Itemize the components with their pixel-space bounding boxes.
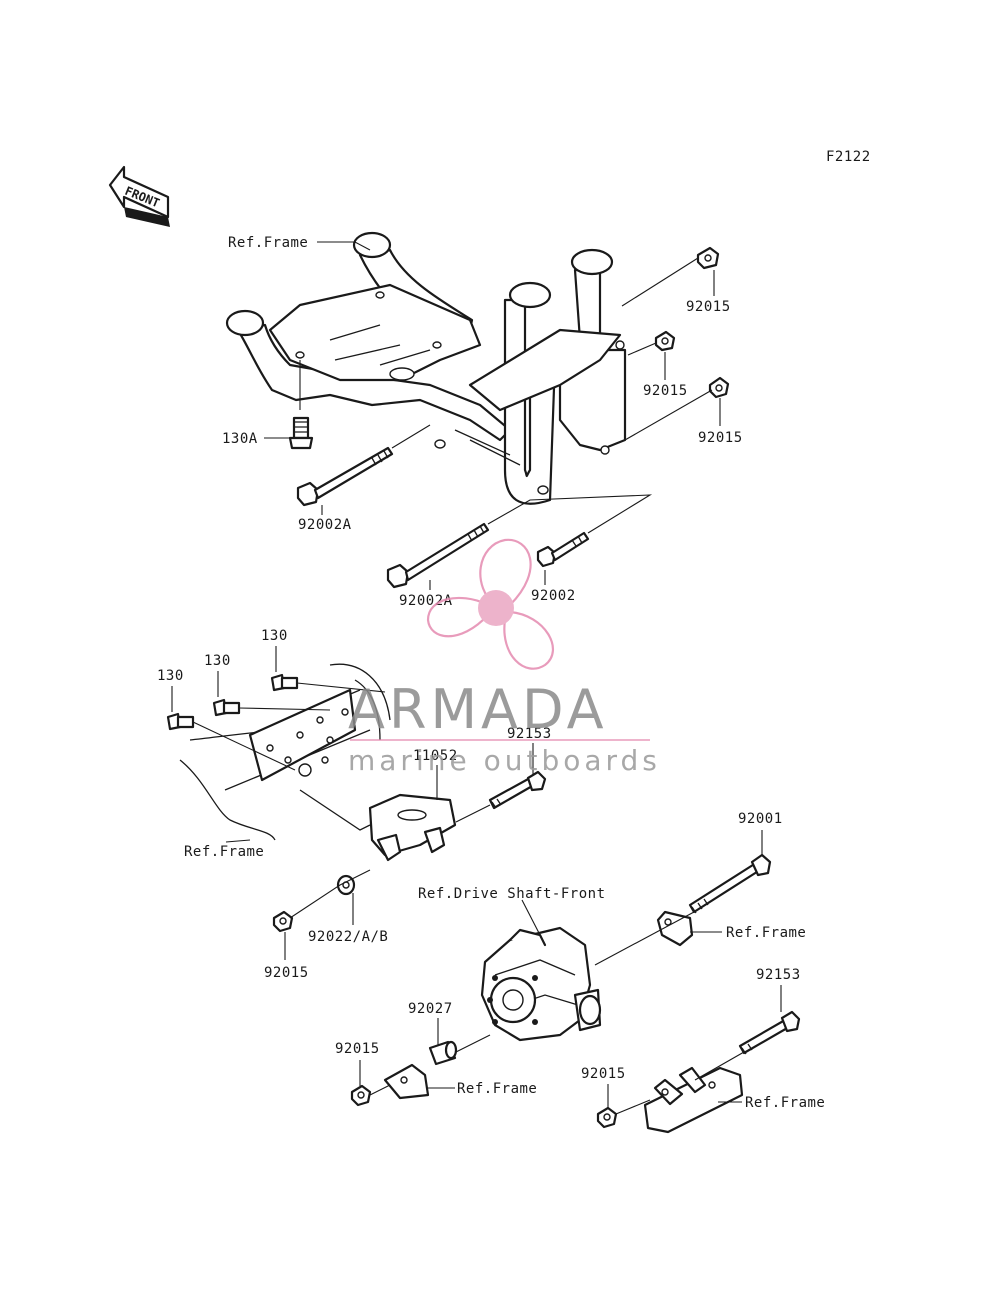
label-130A: 130A (222, 431, 258, 447)
label-92022: 92022/A/B (308, 929, 388, 945)
bolt-92001 (688, 853, 772, 914)
label-ref-frame-bottom-right: Ref.Frame (745, 1095, 825, 1111)
bolt-130-c (166, 712, 195, 731)
label-130-c: 130 (157, 668, 184, 684)
label-130-a: 130 (261, 628, 288, 644)
bolt-130-a (270, 673, 299, 692)
label-92153-a: 92153 (507, 726, 552, 742)
bracket-11052 (368, 793, 457, 862)
leader-lines-middle (171, 646, 534, 960)
label-92002: 92002 (531, 588, 576, 604)
label-92015-f: 92015 (581, 1066, 626, 1082)
bolt-92002A-b (386, 522, 490, 589)
nut-92015-d (272, 910, 294, 933)
nut-92015-f (596, 1106, 618, 1129)
bolt-130-b (212, 698, 241, 717)
label-92027: 92027 (408, 1001, 453, 1017)
frame-rail-left (179, 663, 391, 841)
label-92001: 92001 (738, 811, 783, 827)
front-arrow-icon: FRONT (108, 165, 170, 227)
bracket-ref-frame-bottom (383, 1063, 430, 1100)
label-ref-frame-top: Ref.Frame (228, 235, 308, 251)
bolt-92002A-a (296, 446, 394, 507)
label-92015-b: 92015 (643, 383, 688, 399)
label-ref-frame-right: Ref.Frame (726, 925, 806, 941)
watermark-title: ARMADA (348, 678, 608, 741)
watermark-subtitle: marine outboards (348, 744, 661, 777)
label-11052: 11052 (413, 748, 458, 764)
label-ref-frame-left: Ref.Frame (184, 844, 264, 860)
bolt-130A (288, 416, 314, 450)
label-ref-drive-shaft-front: Ref.Drive Shaft-Front (418, 886, 606, 902)
bolt-92153-b (738, 1010, 801, 1055)
leader-lines-bottom (359, 830, 782, 1115)
bolt-92002 (536, 531, 590, 568)
label-92002A-b: 92002A (399, 593, 453, 609)
frame-tube-bottom-right (643, 1066, 744, 1134)
collar-92027 (428, 1040, 458, 1066)
label-92153-b: 92153 (756, 967, 801, 983)
callout-labels: Ref.Frame 92015 92015 92015 130A 92002A … (157, 235, 825, 1111)
label-92015-d: 92015 (264, 965, 309, 981)
label-92015-c: 92015 (698, 430, 743, 446)
label-92015-e: 92015 (335, 1041, 380, 1057)
label-130-b: 130 (204, 653, 231, 669)
bolt-92153-a (488, 770, 547, 810)
frame-crossmember-top (225, 231, 627, 505)
nut-92015-c (708, 376, 730, 399)
leader-lines-top (264, 241, 721, 590)
label-92015-a: 92015 (686, 299, 731, 315)
nut-92015-e (350, 1084, 372, 1107)
figure-code: F2122 (826, 149, 871, 165)
bracket-ref-frame-right (656, 910, 694, 947)
front-final-gear-case (480, 926, 602, 1042)
label-92002A-a: 92002A (298, 517, 352, 533)
propeller-icon (426, 538, 555, 670)
nut-92015-a (696, 246, 720, 270)
nut-92015-b (654, 330, 676, 352)
armada-watermark: ARMADA marine outboards (348, 538, 661, 777)
label-ref-frame-bottom: Ref.Frame (457, 1081, 537, 1097)
